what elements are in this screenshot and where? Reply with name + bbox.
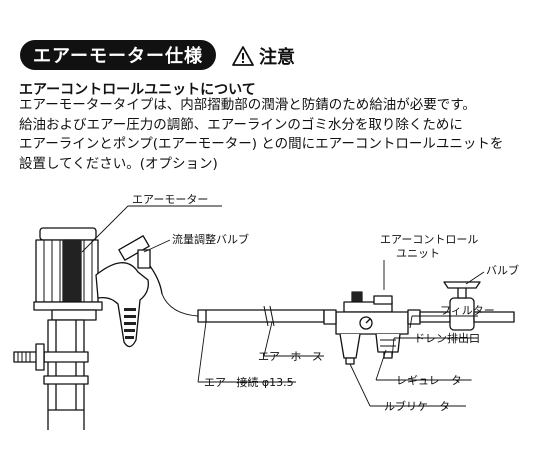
paragraph-line: エアーモータータイプは、内部摺動部の潤滑と防錆のため給油が必要です。 bbox=[19, 97, 476, 113]
leader-lines bbox=[81, 205, 485, 407]
label-valve: バルブ bbox=[486, 263, 519, 277]
description-paragraph: エアーモータータイプは、内部摺動部の潤滑と防錆のため給油が必要です。 給油および… bbox=[19, 96, 535, 174]
paragraph-line: 設置してください。(オプション) bbox=[19, 155, 218, 172]
pipe-valve-drawing bbox=[419, 281, 515, 331]
label-air-motor: エアーモーター bbox=[132, 193, 208, 206]
paragraph-line: 給油およびエアー圧力の調節、エアーラインのゴミ水分を取り除くために bbox=[19, 116, 463, 133]
spec-title: エアーモーター仕様 bbox=[20, 40, 216, 70]
label-drain: ドレン排出口 bbox=[414, 331, 480, 345]
label-flow-valve: 流量調整バルブ bbox=[172, 232, 249, 246]
paragraph-line: エアーラインとポンプ(エアーモーター) との間にエアーコントロールユニットを bbox=[19, 136, 504, 152]
notice: 注意 bbox=[232, 44, 295, 68]
air-motor-drawing bbox=[13, 227, 163, 430]
label-air-hose: エアーホース bbox=[258, 350, 323, 363]
label-air-connection: エアー接続 φ13.5 bbox=[204, 375, 294, 389]
warning-triangle-icon bbox=[232, 46, 254, 66]
label-control-unit-line2: ユニット bbox=[396, 247, 440, 260]
label-filter: フィルター bbox=[440, 304, 495, 317]
air-control-diagram: エアーモーター 流量調整バルブ エアーコントロール ユニット バルブ フィルター… bbox=[13, 193, 519, 430]
section-heading: エアーコントロールユニットについて bbox=[19, 82, 256, 98]
air-hose-drawing bbox=[161, 293, 325, 327]
notice-label: 注意 bbox=[259, 47, 295, 68]
label-regulator: レギュレーター bbox=[396, 374, 473, 387]
control-unit-drawing bbox=[323, 291, 421, 365]
label-lubricator: ルブリケーター bbox=[384, 399, 461, 413]
label-control-unit-line1: エアーコントロール bbox=[380, 233, 478, 246]
